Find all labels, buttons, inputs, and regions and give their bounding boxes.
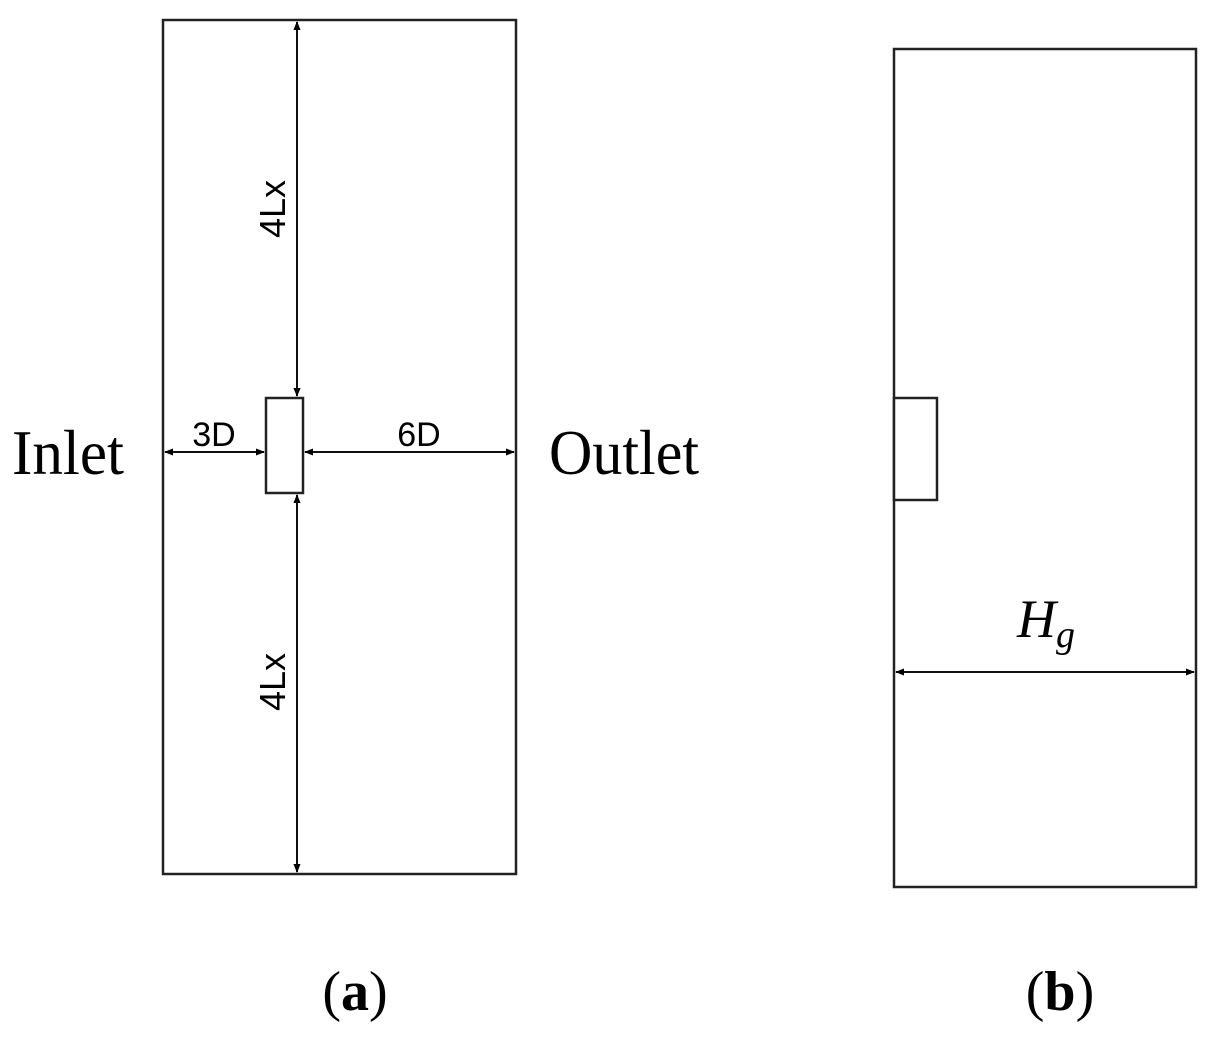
panel-a-inlet-label: Inlet [12, 417, 124, 488]
panel-a: 4Lx 4Lx 3D 6D Inlet Outlet (a) [12, 18, 699, 1023]
panel-b-domain-boundary [892, 47, 1198, 889]
panel-a-upstream-dimension-label: 3D [192, 416, 235, 454]
panel-a-outlet-label: Outlet [549, 417, 699, 488]
panel-b-body [892, 396, 939, 502]
panel-b-width-dimension-label: Hg [1016, 589, 1075, 656]
panel-a-bottom-dimension-label: 4Lx [252, 653, 293, 711]
panel-a-downstream-dimension-label: 6D [397, 416, 440, 454]
panel-a-body [264, 396, 305, 495]
panel-b: Hg (b) [892, 47, 1198, 1023]
panel-b-caption: (b) [1026, 961, 1094, 1023]
panel-a-caption: (a) [322, 961, 387, 1023]
panel-a-domain-boundary [161, 18, 518, 876]
panel-a-top-dimension-label: 4Lx [252, 180, 293, 238]
